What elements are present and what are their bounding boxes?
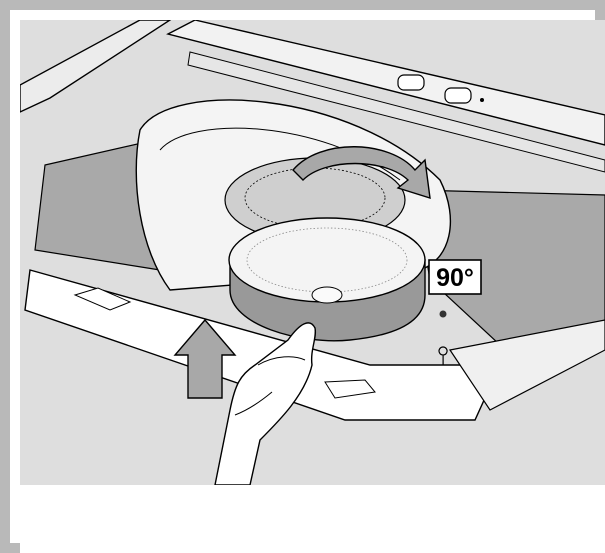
- angle-label-box: [428, 259, 482, 295]
- front-clip-left: [73, 287, 132, 311]
- hand-knuckle-line: [257, 356, 306, 366]
- control-knob-right: [444, 87, 472, 104]
- rotation-arrow-icon: [292, 146, 431, 199]
- hood-left-rim: [20, 20, 172, 113]
- hood-top-edge: [187, 51, 605, 173]
- front-bottom-plate: [24, 269, 502, 421]
- front-clip-right: [324, 379, 376, 399]
- hood-top-frame: [166, 20, 605, 146]
- illustration-panel: 90°: [20, 20, 605, 485]
- range-hood-illustration: 90°: [20, 20, 605, 485]
- indicator-dot: [480, 98, 484, 102]
- control-knob-left: [397, 74, 425, 91]
- hood-right-side: [449, 319, 605, 411]
- hand-icon: [214, 322, 317, 485]
- push-up-arrow-icon: [173, 318, 237, 399]
- hand-palm-line: [234, 391, 273, 416]
- grease-filter-center-hole: [311, 286, 343, 304]
- screw-marker: [439, 310, 447, 318]
- caption-area: [20, 485, 605, 553]
- keyhole-slot: [438, 346, 448, 365]
- angle-label: 90°: [436, 264, 474, 292]
